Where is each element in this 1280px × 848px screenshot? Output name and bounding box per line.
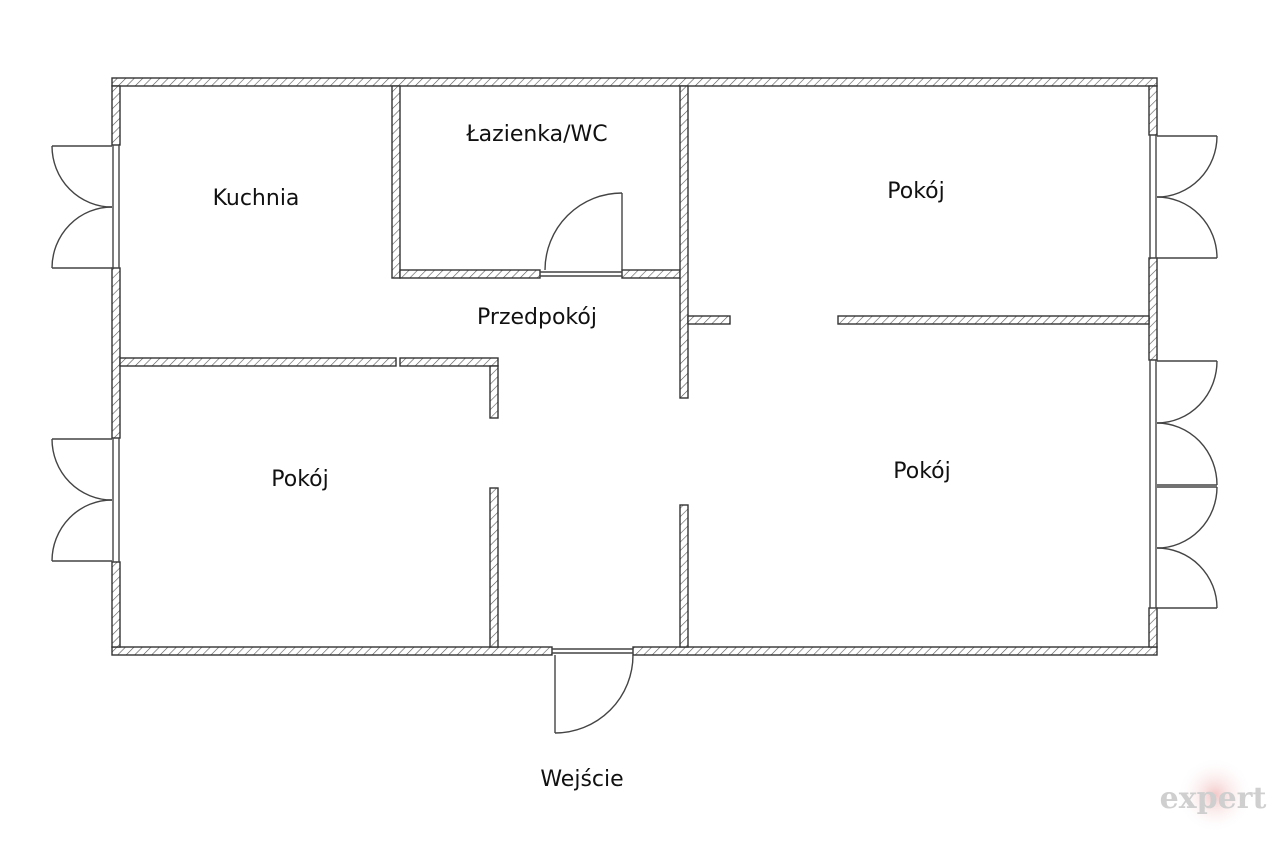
wall-room-hall: [489, 365, 499, 419]
wall-left: [111, 267, 121, 439]
wall-room-hall: [489, 487, 499, 648]
wall-rooms-right: [687, 315, 731, 325]
wall-kitchen-bathroom: [391, 85, 401, 279]
wall-bathroom-bottom: [621, 269, 681, 279]
label-room-bottom-right: Pokój: [893, 459, 950, 484]
wall-hall-right: [679, 85, 689, 399]
wall-top: [111, 77, 1158, 87]
label-kitchen: Kuchnia: [213, 186, 300, 211]
bathroom-door: [544, 192, 623, 271]
wall-bathroom-bottom: [399, 269, 541, 279]
label-room-left: Pokój: [271, 467, 328, 492]
watermark-text: expert: [1160, 781, 1267, 816]
wall-rooms-right: [837, 315, 1150, 325]
window-right-bottom: [1156, 486, 1218, 609]
wall-left: [111, 561, 121, 648]
wall-right: [1148, 257, 1158, 361]
wall-right: [1148, 607, 1158, 648]
wall-right: [1148, 85, 1158, 136]
wall-bottom-left: [111, 646, 553, 656]
window-right-top: [1156, 135, 1218, 259]
window-left-bottom: [51, 438, 113, 562]
label-entrance: Wejście: [540, 767, 623, 792]
label-room-top-right: Pokój: [887, 179, 944, 204]
expert-logo: expert: [1160, 757, 1267, 833]
entrance-door: [554, 654, 634, 734]
wall-kitchen-room: [399, 357, 499, 367]
label-bathroom: Łazienka/WC: [465, 122, 607, 147]
wall-kitchen-room: [119, 357, 397, 367]
wall-bottom-right: [632, 646, 1158, 656]
window-left-top: [51, 145, 113, 269]
window-right-middle: [1156, 360, 1218, 486]
wall-left: [111, 85, 121, 146]
wall-hall-right: [679, 504, 689, 648]
walls: [111, 77, 1158, 656]
label-hall: Przedpokój: [477, 305, 597, 330]
opening-lines: [112, 135, 1157, 654]
